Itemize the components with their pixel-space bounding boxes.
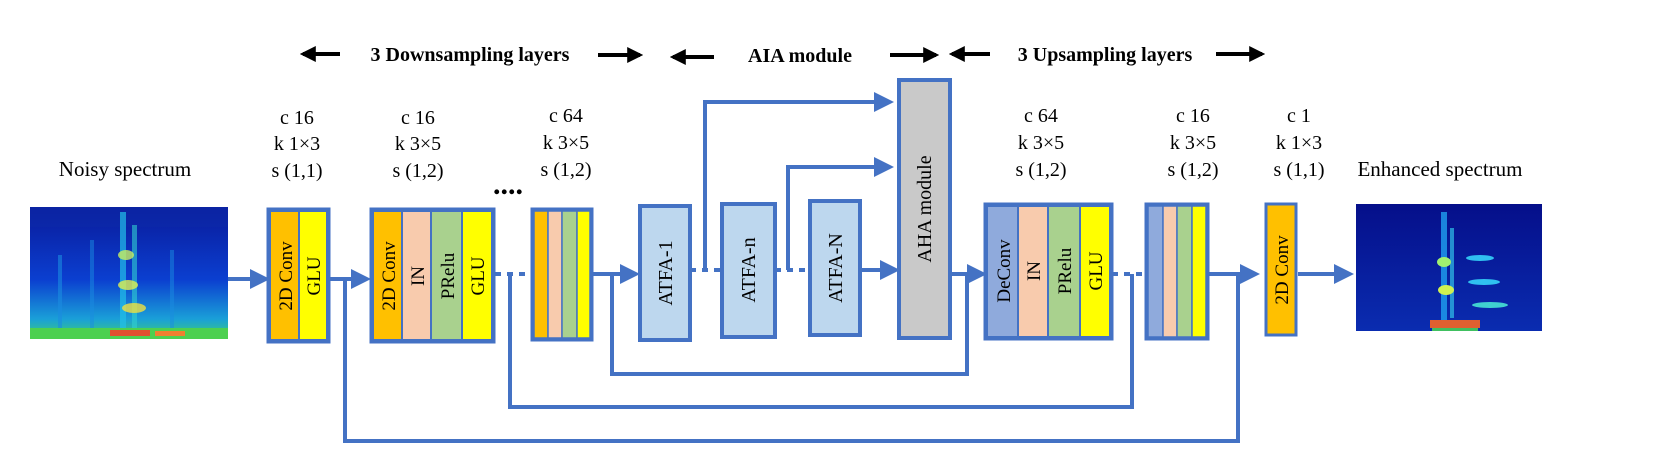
params-dec2: c 16 k 3×5 s (1,2) <box>1167 105 1218 181</box>
params-dec3: c 1 k 1×3 s (1,1) <box>1273 105 1324 181</box>
in-layer <box>1017 205 1049 338</box>
glu-label: GLU <box>1086 251 1107 290</box>
connection-wires <box>228 92 1354 443</box>
decoder-block-2 <box>1144 202 1210 341</box>
param-stride: s (1,1) <box>1273 159 1324 181</box>
param-stride: s (1,2) <box>1015 159 1066 181</box>
param-kernel: k 1×3 <box>274 133 320 155</box>
noisy-spectrum-caption: Noisy spectrum <box>59 157 191 181</box>
aha-module: AHA module <box>897 78 952 340</box>
glu-layer <box>576 210 591 339</box>
conv2d-layer <box>372 210 403 341</box>
in-label: IN <box>408 266 429 286</box>
header-upsampling: 3 Upsampling layers <box>948 44 1266 66</box>
prelu-label: PRelu <box>438 252 459 299</box>
ellipsis-dots: .... <box>493 168 523 201</box>
conv2d-label: 2D Conv <box>1272 235 1293 305</box>
header-downsampling: 3 Downsampling layers <box>299 44 644 66</box>
encoder-block-1: 2D Conv GLU <box>266 207 331 344</box>
noisy-spectrogram-image <box>30 207 228 339</box>
param-channels: c 16 <box>1176 105 1210 127</box>
param-stride: s (1,2) <box>392 160 443 182</box>
glu-layer <box>1079 205 1111 338</box>
param-kernel: k 3×5 <box>1170 132 1216 154</box>
atfa-1-label: ATFA-1 <box>655 240 677 305</box>
glu-layer <box>1191 205 1207 338</box>
atfa-n-module: ATFA-n <box>720 202 777 339</box>
param-channels: c 64 <box>1024 105 1058 127</box>
header-aia-label: AIA module <box>748 45 852 67</box>
prelu-label: PRelu <box>1055 247 1076 294</box>
param-channels: c 16 <box>401 107 435 129</box>
prelu-layer <box>1176 205 1193 338</box>
decoder-block-1: DeConv IN PRelu GLU <box>983 202 1114 341</box>
enhanced-spectrogram-image <box>1356 204 1542 331</box>
header-upsampling-label: 3 Upsampling layers <box>1018 44 1193 66</box>
in-label: IN <box>1024 261 1045 281</box>
param-kernel: k 3×5 <box>543 132 589 154</box>
params-dec1: c 64 k 3×5 s (1,2) <box>1015 105 1066 181</box>
aha-label: AHA module <box>914 155 936 262</box>
param-channels: c 1 <box>1287 105 1311 127</box>
param-channels: c 64 <box>549 105 583 127</box>
encoder-block-3 <box>530 207 594 342</box>
header-aia: AIA module <box>669 45 940 67</box>
glu-layer <box>461 210 493 341</box>
param-stride: s (1,2) <box>1167 159 1218 181</box>
glu-label: GLU <box>468 256 489 295</box>
glu-label: GLU <box>304 256 325 295</box>
prelu-layer <box>1047 205 1081 338</box>
glu-layer <box>298 210 328 341</box>
deconv-label: DeConv <box>994 239 1015 303</box>
prelu-layer <box>561 210 578 339</box>
in-layer <box>1162 205 1178 338</box>
param-stride: s (1,1) <box>271 160 322 182</box>
params-enc3: c 64 k 3×5 s (1,2) <box>540 105 591 181</box>
params-enc2: c 16 k 3×5 s (1,2) <box>392 107 443 182</box>
param-kernel: k 1×3 <box>1276 132 1322 154</box>
enhanced-spectrum-caption: Enhanced spectrum <box>1357 157 1522 181</box>
param-channels: c 16 <box>280 107 314 129</box>
atfa-n-label: ATFA-n <box>738 237 760 302</box>
param-kernel: k 3×5 <box>395 133 441 155</box>
atfa-1-module: ATFA-1 <box>638 204 692 342</box>
encoder-block-2: 2D Conv IN PRelu GLU <box>369 207 496 344</box>
conv2d-label: 2D Conv <box>379 241 400 311</box>
atfa-N-label: ATFA-N <box>825 233 847 303</box>
param-stride: s (1,2) <box>540 159 591 181</box>
final-conv-block: 2D Conv <box>1264 202 1298 337</box>
deconv-layer <box>1147 205 1164 338</box>
header-downsampling-label: 3 Downsampling layers <box>371 44 570 66</box>
conv2d-layer <box>533 210 549 339</box>
params-enc1: c 16 k 1×3 s (1,1) <box>271 107 322 182</box>
atfa-N-module: ATFA-N <box>808 199 862 337</box>
in-layer <box>547 210 563 339</box>
conv2d-label: 2D Conv <box>276 241 297 311</box>
prelu-layer <box>430 210 463 341</box>
param-kernel: k 3×5 <box>1018 132 1064 154</box>
